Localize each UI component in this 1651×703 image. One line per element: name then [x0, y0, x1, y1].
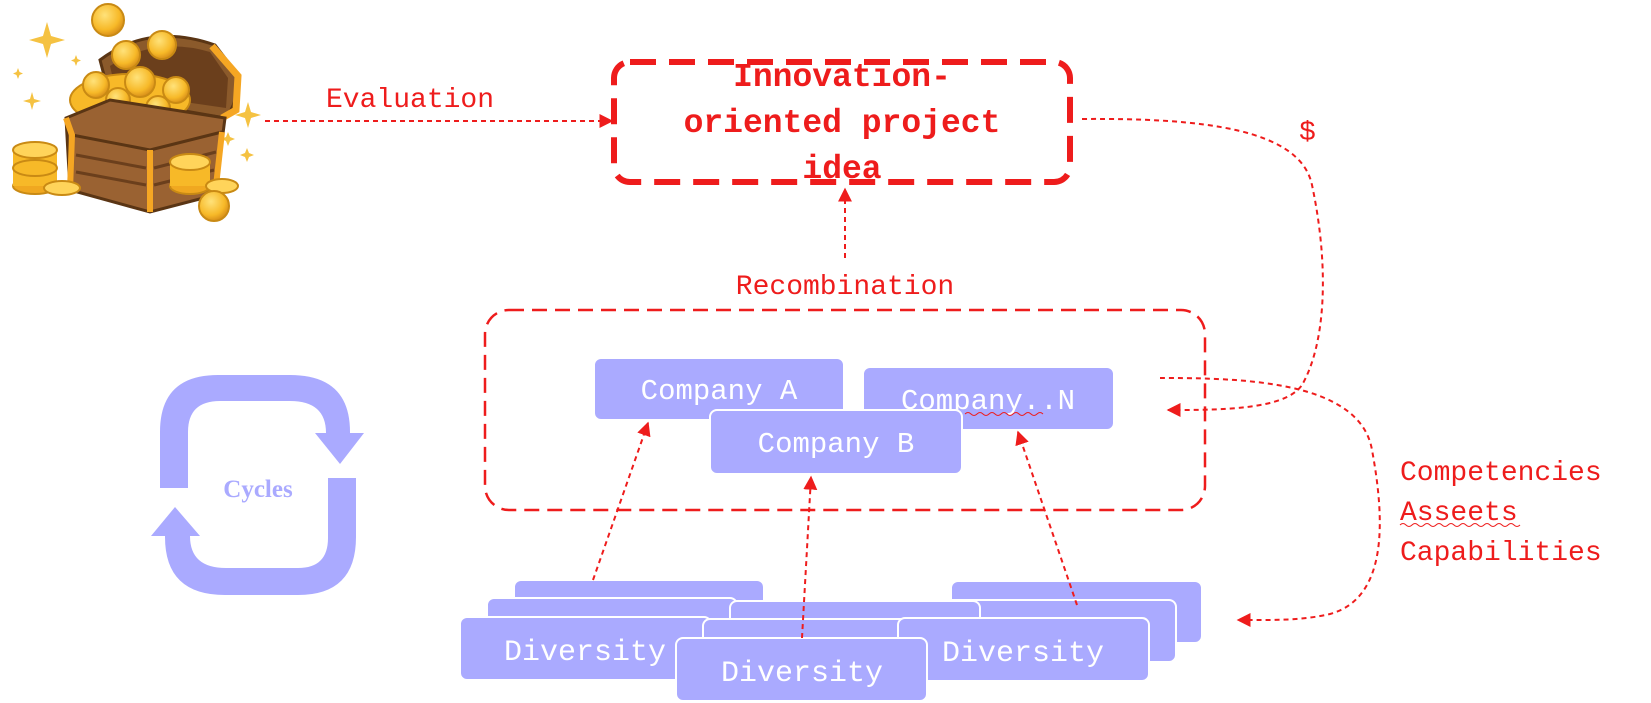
treasure-chest-icon — [12, 3, 261, 222]
idea-box: Innovation- oriented project idea — [611, 59, 1073, 188]
dollar-flow-arrow — [1081, 117, 1324, 417]
cycle-arrows-icon — [151, 375, 364, 595]
diversity-center-node: Diversity — [675, 637, 928, 702]
diversity-right-node: Diversity — [897, 617, 1150, 682]
diversity-left-node: Diversity — [459, 616, 712, 681]
diversity-right-label: Diversity — [942, 637, 1104, 671]
spellcheck-underline — [1399, 523, 1521, 527]
company-b-label: Company B — [758, 428, 915, 461]
companies-container — [483, 308, 1207, 512]
diversity-center-label: Diversity — [721, 657, 883, 691]
company-a-label: Company A — [641, 375, 798, 408]
idea-title-line2: oriented project — [684, 105, 1001, 142]
dollar-label: $ — [1299, 118, 1316, 149]
idea-title-line1: Innovation- — [733, 59, 951, 96]
diversity-left-label: Diversity — [504, 636, 666, 670]
recombination-label: Recombination — [736, 272, 954, 303]
idea-title-line3: idea — [802, 151, 881, 188]
resources-capabilities: Capabilities — [1400, 538, 1602, 569]
diversity-to-company-a-arrow — [592, 421, 651, 581]
evaluation-label: Evaluation — [326, 85, 494, 116]
cycles-label: Cycles — [223, 476, 293, 503]
diversity-to-company-n-arrow — [1015, 430, 1078, 606]
company-b-node: Company B — [709, 409, 963, 475]
resources-competencies: Competencies — [1400, 458, 1602, 489]
resources-flow-arrow — [1159, 377, 1381, 628]
company-a-node: Company A — [593, 357, 845, 421]
